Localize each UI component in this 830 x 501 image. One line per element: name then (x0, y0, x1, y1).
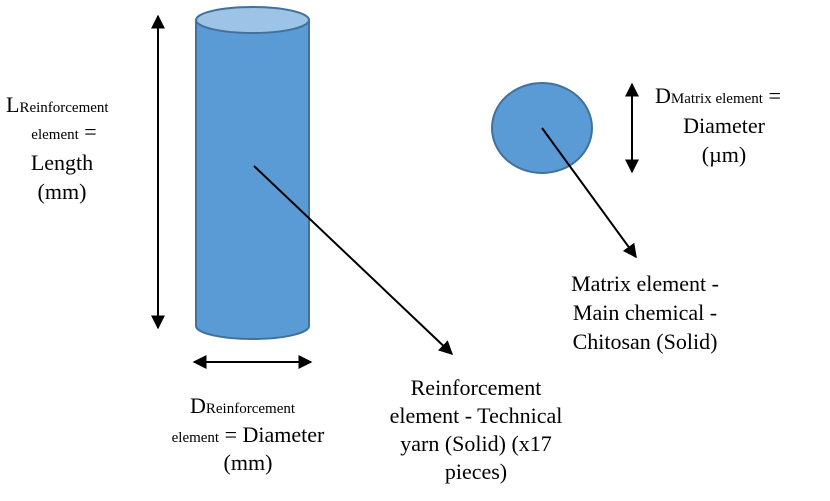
svg-text:(µm): (µm) (702, 142, 746, 167)
matrix-pointer (541, 127, 637, 259)
reinforcement-pointer (253, 165, 454, 355)
svg-text:DReinforcement: DReinforcement (190, 393, 296, 418)
svg-text:Chitosan (Solid): Chitosan (Solid) (573, 329, 718, 354)
diameter-label: DReinforcement element = Diameter (mm) (172, 393, 325, 475)
svg-text:(mm): (mm) (224, 450, 273, 475)
matrix-label: Matrix element - Main chemical - Chitosa… (571, 271, 719, 354)
svg-text:element = Diameter: element = Diameter (172, 422, 325, 447)
svg-text:element =: element = (31, 119, 96, 144)
length-label: LReinforcement element = Length (mm) (6, 92, 109, 204)
svg-text:pieces): pieces) (445, 459, 507, 484)
svg-text:Matrix element -: Matrix element - (571, 271, 719, 296)
svg-text:yarn (Solid) (x17: yarn (Solid) (x17 (400, 431, 552, 456)
svg-text:LReinforcement: LReinforcement (6, 92, 109, 117)
svg-text:Reinforcement: Reinforcement (411, 375, 542, 400)
svg-text:DMatrix element =: DMatrix element = (655, 83, 781, 108)
svg-text:element - Technical: element - Technical (390, 403, 563, 428)
reinforcement-label: Reinforcement element - Technical yarn (… (390, 375, 563, 484)
svg-text:Diameter: Diameter (683, 113, 766, 138)
svg-text:Main chemical -: Main chemical - (573, 300, 717, 325)
reinforcement-cylinder (195, 6, 310, 340)
matrix-diameter-label: DMatrix element = Diameter (µm) (655, 83, 781, 167)
svg-text:(mm): (mm) (38, 179, 87, 204)
svg-text:Length: Length (31, 150, 93, 175)
